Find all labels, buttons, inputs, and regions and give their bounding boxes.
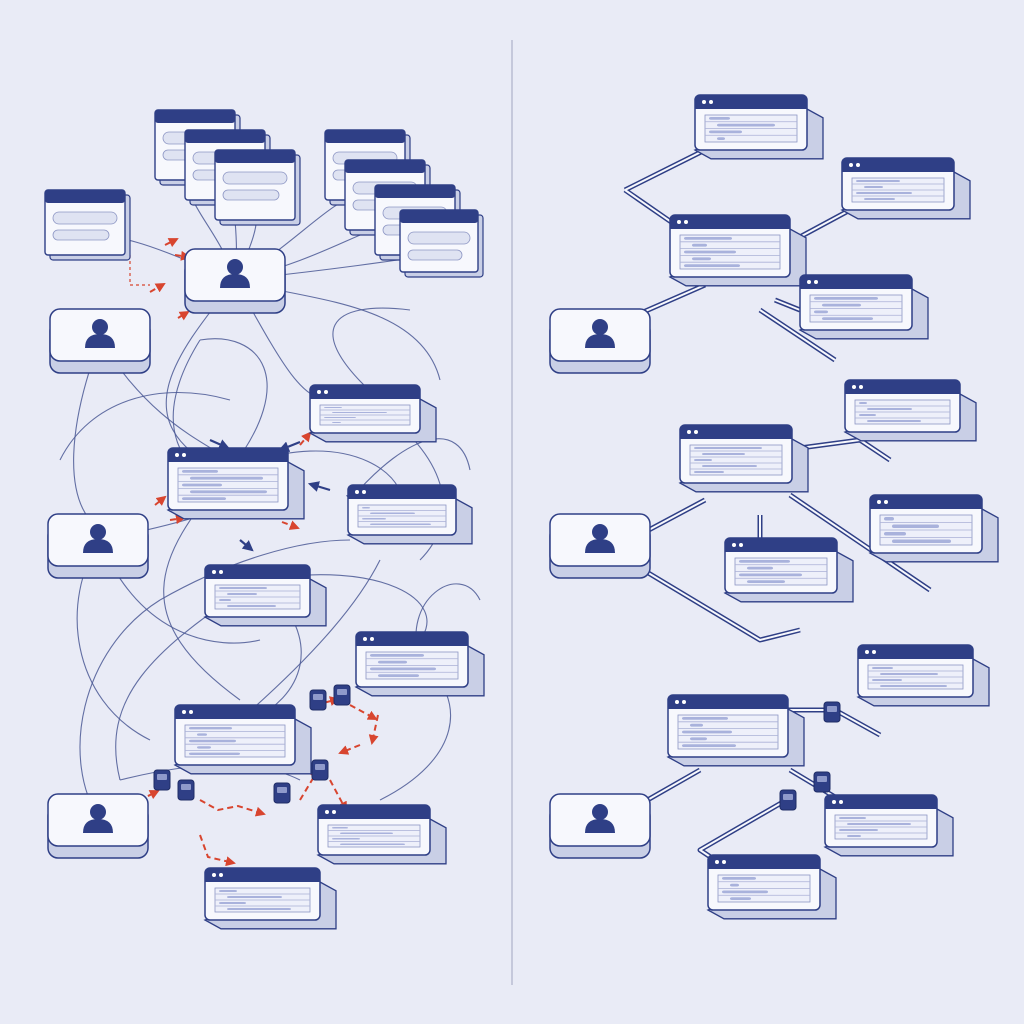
error-spark-icon xyxy=(199,834,236,867)
left-user-tile-3 xyxy=(47,793,149,859)
user-icon xyxy=(585,804,615,833)
arrow xyxy=(307,481,331,492)
wire-hub-bottomright xyxy=(789,494,931,591)
right-app-window-6 xyxy=(843,379,977,442)
error-spark-icon xyxy=(281,520,300,530)
arrow xyxy=(239,539,254,552)
left-app-window-3 xyxy=(346,484,473,545)
connector-plug-icon-5 xyxy=(311,759,329,781)
tangled-wire xyxy=(332,307,411,401)
right-user-tile-1 xyxy=(549,308,651,374)
error-spark-icon xyxy=(199,799,266,817)
error-spark-icon xyxy=(164,238,179,248)
tangled-wire xyxy=(79,599,161,821)
form-window-4 xyxy=(44,189,131,261)
tangled-wire xyxy=(159,539,351,601)
left-app-window-2 xyxy=(166,447,305,520)
tangled-wire xyxy=(59,391,231,461)
tangled-wire xyxy=(199,338,268,471)
error-spark-icon xyxy=(177,310,190,321)
right-app-window-9 xyxy=(666,694,805,767)
right-app-window-12 xyxy=(706,854,837,920)
right-app-window-7 xyxy=(868,494,999,563)
right-app-window-8 xyxy=(723,537,854,603)
right-app-window-3 xyxy=(840,157,971,220)
right-user-tile-2 xyxy=(549,513,651,579)
error-spark-icon xyxy=(169,514,186,525)
connector-plug-icon-8 xyxy=(813,771,831,793)
left-user-tile-1 xyxy=(49,308,151,374)
connector-plug-icon-7 xyxy=(823,701,841,723)
wire-user2-bottom xyxy=(634,564,801,641)
user-icon xyxy=(585,524,615,553)
left-user-tile-2 xyxy=(47,513,149,579)
right-user-tile-3 xyxy=(549,793,651,859)
right-app-window-11 xyxy=(823,794,954,857)
left-hub-user-tile xyxy=(184,248,286,314)
error-spark-icon xyxy=(338,744,361,755)
user-icon xyxy=(85,319,115,348)
diagram-nodes xyxy=(44,94,999,930)
connector-plug-icon-1 xyxy=(309,689,327,711)
connector-plug-icon-4 xyxy=(177,779,195,801)
left-app-window-7 xyxy=(316,804,447,865)
left-app-window-8 xyxy=(203,867,337,930)
right-app-window-1 xyxy=(693,94,824,160)
error-spark-icon xyxy=(329,779,347,812)
connector-plug-icon-6 xyxy=(273,782,291,804)
wire-hub-right2 xyxy=(774,299,801,311)
error-spark-icon xyxy=(154,495,167,506)
form-window-8 xyxy=(399,209,484,278)
user-icon xyxy=(83,524,113,553)
error-spark-icon xyxy=(149,283,166,293)
form-window-3 xyxy=(214,149,301,226)
wire-hub-right3 xyxy=(759,309,836,361)
right-app-window-4 xyxy=(798,274,929,340)
left-app-window-1 xyxy=(308,384,437,443)
error-spark-icon xyxy=(349,704,378,720)
error-spark-icon xyxy=(299,431,312,446)
connector-plug-icon-9 xyxy=(779,789,797,811)
user-icon xyxy=(83,804,113,833)
error-spark-icon xyxy=(368,714,379,745)
error-spark-icon xyxy=(299,768,320,801)
connector-plug-icon-2 xyxy=(333,684,351,706)
right-app-window-2 xyxy=(668,214,807,287)
arrow xyxy=(209,438,231,450)
right-app-window-5 xyxy=(678,424,809,493)
error-line xyxy=(129,255,150,286)
left-app-window-4 xyxy=(203,564,327,627)
left-app-window-6 xyxy=(173,704,312,775)
user-icon xyxy=(220,259,250,288)
user-icon xyxy=(585,319,615,348)
tangled-wire xyxy=(239,559,381,721)
right-app-window-10 xyxy=(856,644,990,707)
connector-plug-icon-3 xyxy=(153,769,171,791)
left-app-window-5 xyxy=(354,631,485,697)
